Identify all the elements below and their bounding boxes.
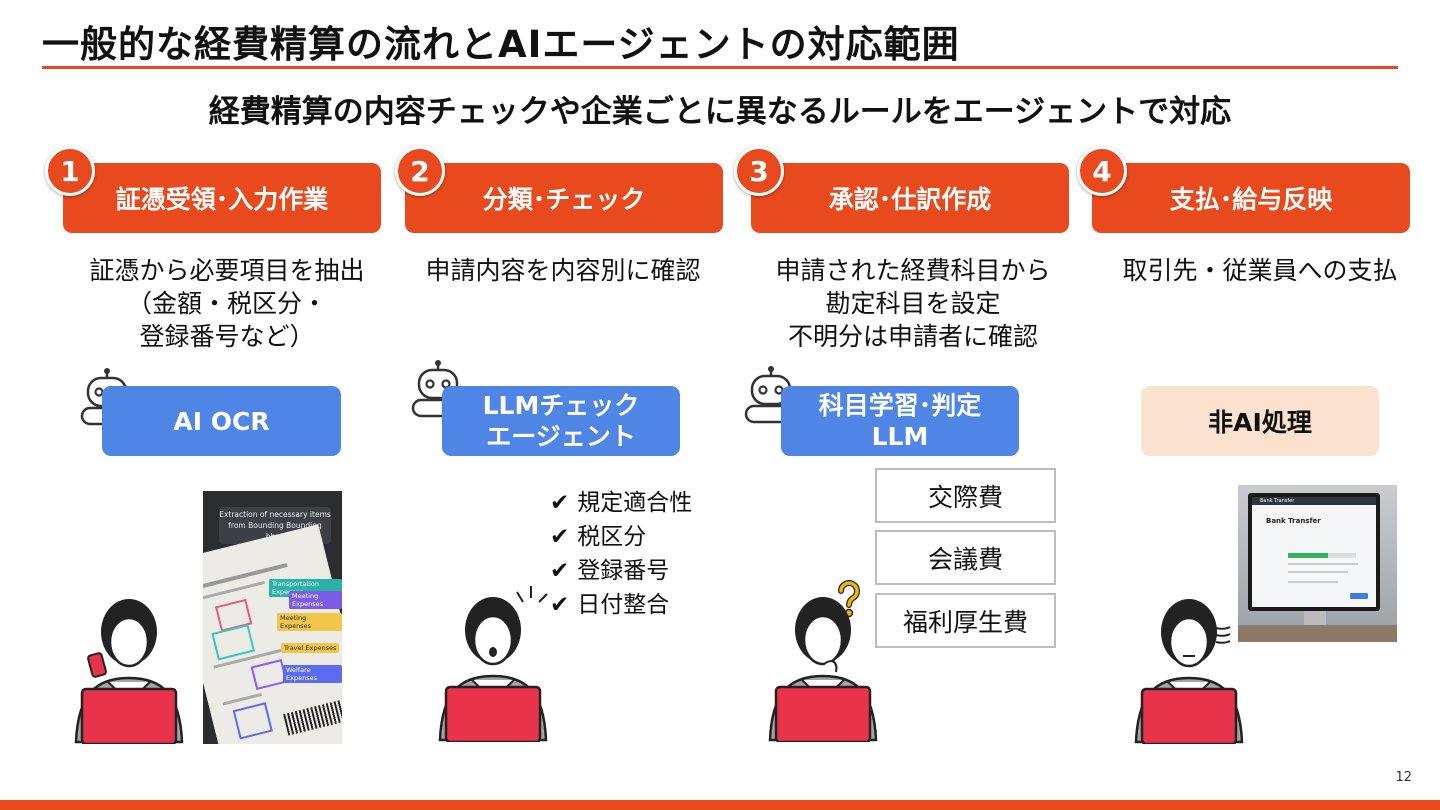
tag-meeting-2: Meeting Expenses — [277, 613, 342, 631]
step-3-number: 3 — [734, 146, 784, 196]
slide-subtitle: 経費精算の内容チェックや企業ごとに異なるルールをエージェントで対応 — [208, 94, 1232, 130]
account-box-meeting: 会議費 — [875, 530, 1056, 585]
check-item: ✔規定適合性 — [550, 486, 692, 520]
step-4-bar: 支払･給与反映 — [1092, 163, 1410, 233]
ai-ocr-box: AI OCR — [102, 386, 341, 456]
monitor-screen: Bank Transfer Bank Transfer — [1252, 497, 1376, 607]
llm-check-agent-box: LLMチェック エージェント — [442, 386, 680, 456]
step-4-number: 4 — [1077, 146, 1127, 196]
check-icon: ✔ — [550, 490, 570, 516]
step-2-description: 申請内容を内容別に確認 — [425, 256, 701, 285]
step-2-number: 2 — [395, 146, 445, 196]
bbox-highlight — [232, 702, 273, 740]
person-laptop-icon — [1134, 599, 1244, 744]
step-3-bar: 承認･仕訳作成 — [751, 163, 1069, 233]
check-item: ✔税区分 — [550, 520, 692, 554]
step-4-description: 取引先・従業員への支払 — [1122, 256, 1398, 285]
check-icon: ✔ — [550, 524, 570, 550]
bank-transfer-monitor-image: Bank Transfer Bank Transfer — [1238, 485, 1397, 642]
robot-icon — [744, 366, 798, 424]
step-1-bar: 証憑受領･入力作業 — [63, 163, 381, 233]
step-1-label: 証憑受領･入力作業 — [115, 185, 329, 214]
slide-title: 一般的な経費精算の流れとAIエージェントの対応範囲 — [42, 23, 960, 66]
step-4-label: 支払･給与反映 — [1169, 185, 1333, 214]
check-list: ✔規定適合性 ✔税区分 ✔登録番号 ✔日付整合 — [550, 486, 692, 622]
step-3-description: 申請された経費科目から 勘定科目を設定 不明分は申請者に確認 — [775, 256, 1051, 351]
step-1-description: 証憑から必要項目を抽出 （金額・税区分・ 登録番号など） — [89, 256, 365, 351]
step-1-number: 1 — [45, 146, 95, 196]
check-item: ✔日付整合 — [550, 588, 692, 622]
receipt-paper — [203, 524, 342, 744]
page-number: 12 — [1395, 770, 1412, 785]
barcode — [283, 700, 342, 736]
non-ai-box: 非AI処理 — [1141, 386, 1379, 456]
step-2-label: 分類･チェック — [482, 185, 646, 214]
account-box-entertainment: 交際費 — [875, 468, 1056, 523]
title-underline — [42, 66, 1398, 69]
tag-welfare: Welfare Expenses — [283, 665, 342, 683]
footer-bar — [0, 800, 1440, 810]
person-laptop-icon — [74, 599, 184, 744]
check-icon: ✔ — [550, 592, 570, 618]
person-laptop-icon — [438, 597, 548, 742]
receipt-ocr-image: Extraction of necessary items from Bound… — [203, 491, 342, 744]
step-2-bar: 分類･チェック — [405, 163, 723, 233]
worry-lines-icon — [1215, 626, 1231, 644]
tag-travel: Travel Expenses — [281, 643, 340, 653]
check-item: ✔登録番号 — [550, 554, 692, 588]
account-llm-box: 科目学習･判定 LLM — [781, 386, 1019, 456]
bbox-highlight — [250, 659, 288, 691]
bbox-highlight — [211, 624, 255, 661]
surprise-lines-icon — [516, 586, 548, 603]
step-3-label: 承認･仕訳作成 — [828, 185, 992, 214]
account-box-welfare: 福利厚生費 — [875, 593, 1056, 648]
check-icon: ✔ — [550, 558, 570, 584]
desk — [1238, 625, 1397, 642]
person-laptop-icon — [768, 597, 878, 742]
tag-meeting: Meeting Expenses — [289, 591, 342, 609]
